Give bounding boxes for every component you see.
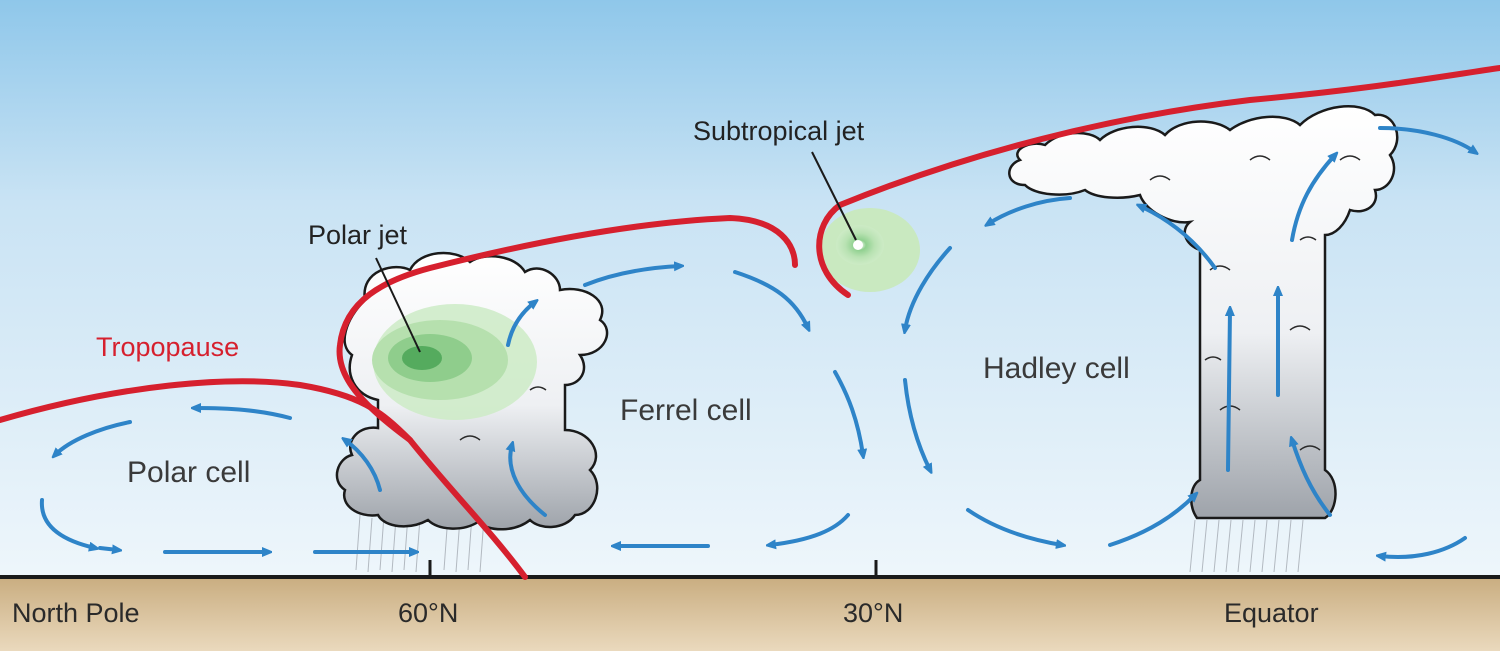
- ferrel-cell-arrow: [733, 270, 808, 328]
- ground: [0, 577, 1500, 651]
- hadley-cell-arrow: [966, 508, 1062, 545]
- hadley-cell-arrow: [905, 246, 952, 330]
- ferrel-cell-label: Ferrel cell: [620, 394, 752, 427]
- circulation-arrows: [39, 126, 1475, 557]
- ferrel-cell-arrow: [510, 445, 547, 517]
- ferrel-cell-arrow: [506, 302, 535, 347]
- hadley-cell-arrow: [988, 196, 1072, 224]
- hadley-cell-arrow: [903, 378, 930, 470]
- equator-label: Equator: [1224, 598, 1319, 628]
- ferrel-cell-arrow: [833, 370, 863, 455]
- subtropical-jet-core: [820, 208, 920, 292]
- polar-cell-arrow: [195, 408, 292, 420]
- ferrel-cell-arrow: [770, 513, 850, 545]
- hadley-cell-arrow: [1380, 536, 1467, 557]
- polar-cell-arrow: [39, 498, 95, 548]
- tropopause-line: [0, 65, 1500, 580]
- tropopause-label: Tropopause: [96, 332, 240, 362]
- polar-cell-arrow: [55, 420, 132, 455]
- hadley-cell-label: Hadley cell: [983, 352, 1130, 385]
- subtropical-jet-pointer: [811, 151, 857, 241]
- hadley-cell-arrow: [1140, 206, 1217, 270]
- lat-60n-label: 60°N: [398, 598, 459, 628]
- polar-cell-label: Polar cell: [127, 456, 251, 489]
- polar-cell-arrow: [345, 440, 382, 492]
- polar-cell-arrow: [98, 548, 118, 550]
- hadley-cell-arrow: [1290, 155, 1335, 242]
- north-pole-label: North Pole: [12, 598, 140, 628]
- hadley-cell-arrow: [1378, 126, 1475, 152]
- hadley-cell-arrow: [1228, 310, 1230, 472]
- subtropical-jet-label: Subtropical jet: [693, 116, 865, 146]
- polar-jet-core: [372, 304, 537, 420]
- ferrel-cell-arrow: [583, 266, 680, 287]
- hadley-cell-arrow: [1292, 440, 1332, 517]
- polar-jet-pointer: [375, 257, 421, 353]
- rain-equator: [1189, 519, 1304, 573]
- lat-30n-label: 30°N: [843, 598, 904, 628]
- polar-jet-label: Polar jet: [308, 220, 408, 250]
- hadley-cell-arrow: [1108, 495, 1195, 547]
